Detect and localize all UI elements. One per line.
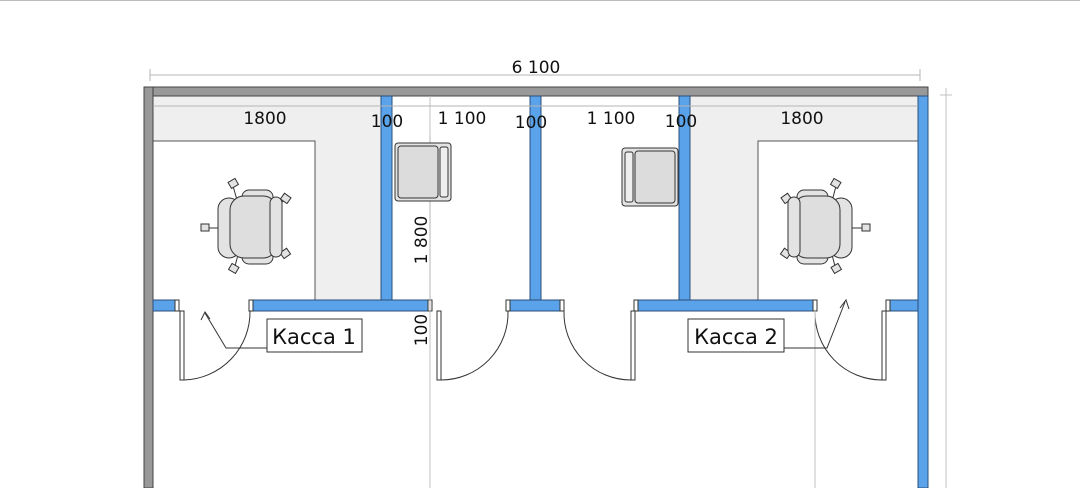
- door-3: [563, 310, 636, 381]
- office-chair-right: [779, 177, 871, 275]
- dim-left-aisle: 1 100: [438, 109, 487, 129]
- cashier-1-box: [266, 318, 363, 353]
- dim-wall-left: 100: [371, 112, 403, 132]
- dim-overall-width: 6 100: [512, 58, 561, 78]
- armchair-left: [394, 142, 452, 202]
- dim-front-wall: 100: [412, 314, 432, 346]
- dim-left-desk: 1800: [243, 109, 286, 129]
- right-wall: [917, 95, 929, 488]
- front-walls: [152, 299, 919, 312]
- door-1: [179, 310, 251, 381]
- desk-left: [153, 96, 381, 300]
- office-chair-left: [200, 177, 292, 275]
- dim-right-desk: 1800: [780, 109, 823, 129]
- cashier-2-box: [687, 318, 785, 353]
- cashier-2-label: Касса 2: [694, 325, 778, 349]
- dim-wall-right: 100: [665, 112, 697, 132]
- door-4: [814, 310, 887, 381]
- door-2: [436, 310, 509, 381]
- dim-partition-length: 1 800: [412, 216, 432, 265]
- label-leaders: [200, 298, 850, 349]
- dim-wall-center: 100: [515, 113, 547, 133]
- cashier-1-label: Касса 1: [272, 325, 356, 349]
- armchair-right: [621, 147, 679, 207]
- dim-right-aisle: 1 100: [587, 109, 636, 129]
- desk-right: [690, 96, 918, 300]
